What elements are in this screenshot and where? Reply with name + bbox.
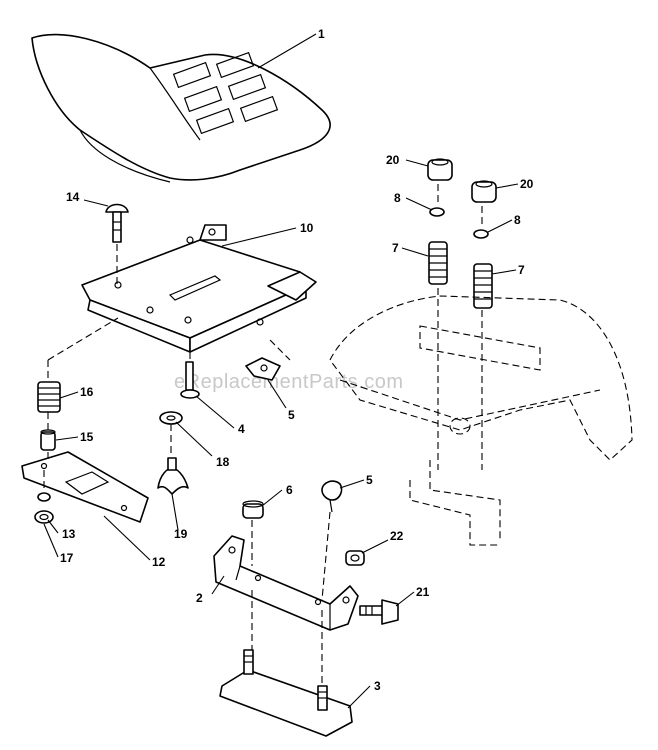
flat-washer-part: [159, 411, 183, 425]
callout-16: 16: [80, 385, 94, 399]
slide-plate-part: [21, 451, 149, 523]
callout-18: 18: [216, 455, 230, 469]
callout-7-left: 7: [392, 241, 399, 255]
callout-13: 13: [62, 527, 76, 541]
shoulder-bolt-part: [180, 361, 200, 399]
spacer-part-left: [427, 158, 453, 181]
callout-8-left: 8: [394, 191, 401, 205]
washer-part: [37, 492, 51, 502]
lock-nut-part: [34, 510, 54, 524]
assembly-centerlines: [43, 184, 483, 686]
callout-5-lower: 5: [366, 473, 373, 487]
callout-7-right: 7: [518, 263, 525, 277]
spring-part-right: [473, 263, 493, 309]
callout-15: 15: [80, 430, 94, 444]
watermark-text: eReplacementParts.com: [174, 371, 403, 393]
callout-leaders: [43, 33, 519, 709]
mounting-bracket-part: [213, 535, 359, 631]
callout-1: 1: [318, 27, 325, 41]
bushing-part: [40, 429, 56, 451]
hex-bolt-part: [359, 599, 399, 625]
flange-nut-part: [345, 550, 365, 566]
callout-22: 22: [390, 529, 404, 543]
callout-14: 14: [66, 190, 80, 204]
spacer-part-right: [471, 180, 497, 203]
callout-21: 21: [416, 585, 430, 599]
adjustment-knob-part: [157, 457, 189, 495]
callout-2: 2: [196, 591, 203, 605]
callout-5-upper: 5: [288, 408, 295, 422]
callout-4: 4: [238, 422, 245, 436]
carriage-bolt-part: [105, 203, 129, 243]
washer-part-left: [429, 207, 445, 217]
seat-pan-part: [81, 224, 317, 353]
left-spring-part: [37, 381, 61, 413]
callout-10: 10: [300, 221, 314, 235]
callout-6: 6: [286, 483, 293, 497]
seat-part: [31, 33, 331, 183]
callout-17: 17: [60, 551, 74, 565]
hex-nut-part: [242, 500, 264, 519]
callout-3: 3: [374, 679, 381, 693]
clip-part-upper: [245, 357, 281, 381]
callout-20-right: 20: [520, 177, 534, 191]
fender-phantom-outline: [329, 295, 633, 546]
callout-labels: 1 2 3 4 5 5 6 7 7 8 8 10 12 13 14 15 16 …: [60, 27, 534, 693]
base-plate-part: [219, 649, 353, 737]
callout-12: 12: [152, 555, 166, 569]
washer-part-right: [473, 229, 489, 239]
clip-part-lower: [321, 480, 343, 513]
spring-part-left: [428, 241, 448, 285]
callout-20-left: 20: [386, 153, 400, 167]
callout-8-right: 8: [514, 213, 521, 227]
callout-19: 19: [174, 527, 188, 541]
